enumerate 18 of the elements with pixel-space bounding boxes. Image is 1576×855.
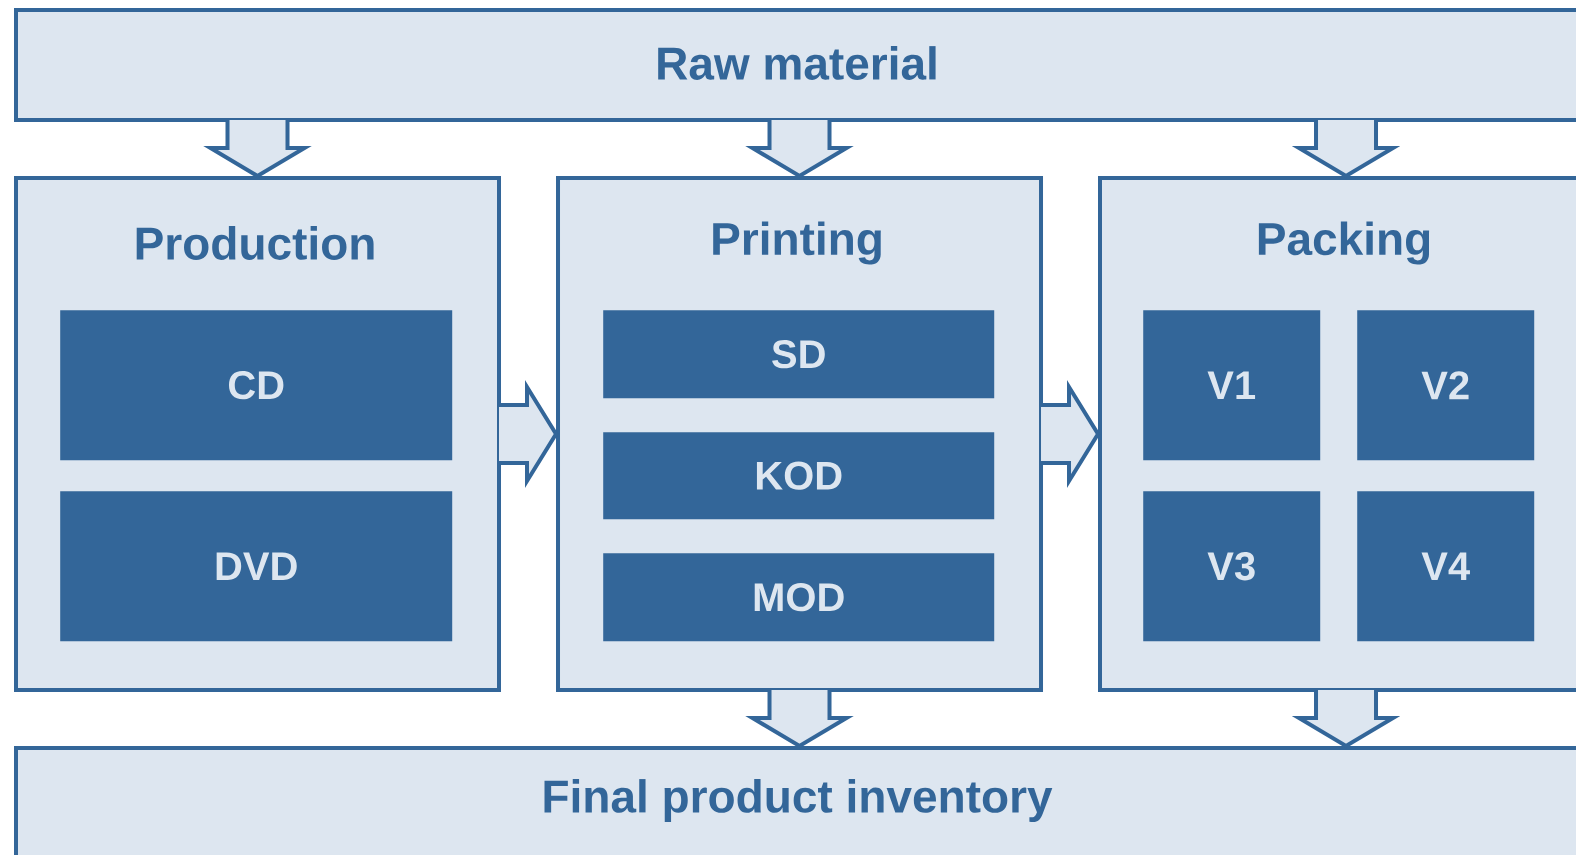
block-arrow xyxy=(497,379,559,489)
item-box: CD xyxy=(60,310,453,461)
block-arrow xyxy=(745,688,854,749)
item-box: V3 xyxy=(1143,491,1321,642)
block-arrow xyxy=(1291,118,1401,179)
item-box: MOD xyxy=(603,553,995,642)
item-box: V2 xyxy=(1357,310,1535,461)
item-box: V1 xyxy=(1143,310,1321,461)
item-box: V4 xyxy=(1357,491,1535,642)
item-box: DVD xyxy=(60,491,453,642)
item-box: SD xyxy=(603,310,995,399)
block-arrow xyxy=(1039,379,1101,489)
storage-band: Final product inventory xyxy=(14,746,1576,855)
block-arrow xyxy=(745,118,854,179)
block-arrow xyxy=(1291,688,1401,749)
storage-band: Raw material xyxy=(14,8,1576,122)
item-box: KOD xyxy=(603,432,995,520)
block-arrow xyxy=(203,118,312,179)
